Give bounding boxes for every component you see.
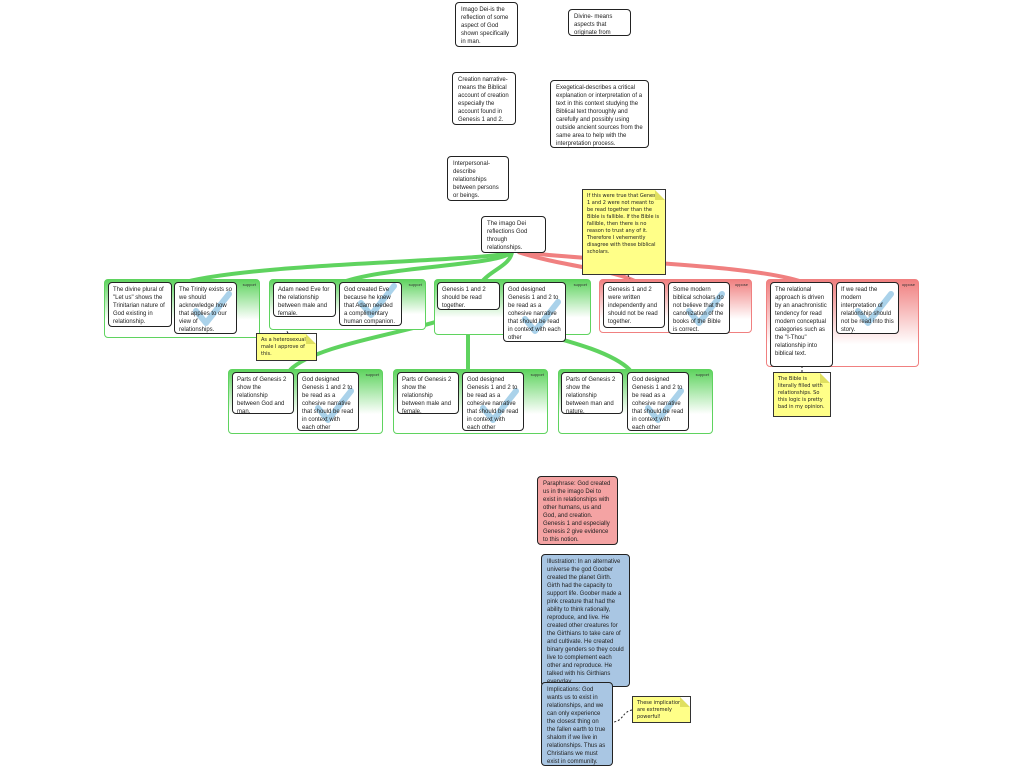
reason-card[interactable]: God designed Genesis 1 and 2 to be read … bbox=[503, 282, 566, 342]
illustration-box[interactable]: Illustration: In an alternative universe… bbox=[541, 554, 630, 687]
check-icon bbox=[522, 299, 561, 334]
note-text: The Bible is literally filled with relat… bbox=[778, 376, 825, 410]
reason-text: God created Eve because he knew that Ada… bbox=[344, 287, 396, 325]
reason-card[interactable]: God designed Genesis 1 and 2 to be read … bbox=[462, 372, 524, 431]
reason-text: Parts of Genesis 2 show the relationship… bbox=[237, 377, 287, 414]
note-literally[interactable]: The Bible is literally filled with relat… bbox=[773, 372, 831, 417]
reason-card[interactable]: Parts of Genesis 2 show the relationship… bbox=[232, 372, 294, 414]
support-tag: support bbox=[573, 282, 587, 287]
note-link bbox=[613, 709, 633, 723]
reason-card[interactable]: Parts of Genesis 2 show the relationship… bbox=[561, 372, 623, 414]
note-text: As a heterosexual male I approve of this… bbox=[261, 337, 306, 357]
check-icon bbox=[855, 291, 894, 326]
note-fold bbox=[680, 697, 690, 707]
note-fold bbox=[820, 373, 830, 383]
support-link bbox=[337, 250, 514, 286]
objection-card[interactable]: The relational approach is driven by an … bbox=[770, 282, 833, 367]
objection-text: If we read the modern interpretation of … bbox=[841, 287, 894, 333]
check-icon bbox=[315, 388, 354, 423]
check-icon bbox=[358, 283, 397, 318]
support-link bbox=[177, 250, 513, 286]
check-icon bbox=[193, 291, 232, 326]
reason-text: Adam need Eve for the relationship betwe… bbox=[278, 287, 330, 317]
note-heterosexual[interactable]: As a heterosexual male I approve of this… bbox=[256, 333, 317, 361]
reason-card[interactable]: The divine plural of "Let us" shows the … bbox=[108, 282, 172, 327]
note-text: If this were true that Genesis 1 and 2 w… bbox=[587, 193, 660, 255]
reason-card[interactable]: God created Eve because he knew that Ada… bbox=[339, 282, 402, 326]
oppose-link bbox=[519, 250, 809, 286]
support-tag: support bbox=[408, 282, 422, 287]
reason-text: God designed Genesis 1 and 2 to be read … bbox=[632, 377, 684, 431]
support-tag: support bbox=[695, 372, 709, 377]
objection-card[interactable]: If we read the modern interpretation of … bbox=[836, 282, 899, 334]
reason-text: God designed Genesis 1 and 2 to be read … bbox=[508, 287, 561, 341]
reason-text: Parts of Genesis 2 show the relationship… bbox=[566, 377, 616, 414]
reason-text: Genesis 1 and 2 should be read together. bbox=[442, 287, 486, 309]
note-fallible[interactable]: If this were true that Genesis 1 and 2 w… bbox=[582, 189, 666, 275]
oppose-tag: oppose bbox=[901, 282, 915, 287]
objection-card[interactable]: Some modern biblical scholars do not bel… bbox=[668, 282, 730, 334]
reason-card[interactable]: God designed Genesis 1 and 2 to be read … bbox=[297, 372, 359, 431]
check-icon bbox=[645, 388, 684, 423]
objection-text: Some modern biblical scholars do not bel… bbox=[673, 287, 724, 333]
check-icon bbox=[686, 291, 725, 326]
reason-card[interactable]: The Trinity exists so we should acknowle… bbox=[174, 282, 237, 334]
contention-box[interactable]: The imago Dei reflections God through re… bbox=[481, 216, 546, 253]
implications-box[interactable]: Implications: God wants us to exist in r… bbox=[541, 682, 613, 766]
note-fold bbox=[306, 334, 316, 344]
objection-text: The relational approach is driven by an … bbox=[775, 287, 827, 357]
oppose-tag: oppose bbox=[734, 282, 748, 287]
objection-text: Genesis 1 and 2 were written independent… bbox=[608, 287, 658, 325]
check-icon bbox=[480, 388, 519, 423]
reason-text: The Trinity exists so we should acknowle… bbox=[179, 287, 233, 333]
reason-text: Parts of Genesis 2 show the relationship… bbox=[402, 377, 452, 414]
reason-text: God designed Genesis 1 and 2 to be read … bbox=[467, 377, 519, 431]
support-tag: support bbox=[242, 282, 256, 287]
reason-text: The divine plural of "Let us" shows the … bbox=[113, 287, 165, 325]
definition-creation-narrative[interactable]: Creation narrative- means the Biblical a… bbox=[452, 72, 516, 125]
definition-imago-dei[interactable]: Imago Dei-is the reflection of some aspe… bbox=[455, 2, 518, 47]
definition-exegetical[interactable]: Exegetical-describes a critical explanat… bbox=[550, 80, 649, 148]
objection-card[interactable]: Genesis 1 and 2 were written independent… bbox=[603, 282, 665, 328]
reason-card[interactable]: Genesis 1 and 2 should be read together. bbox=[437, 282, 500, 310]
support-tag: support bbox=[530, 372, 544, 377]
reason-card[interactable]: God designed Genesis 1 and 2 to be read … bbox=[627, 372, 689, 431]
reason-card[interactable]: Adam need Eve for the relationship betwe… bbox=[273, 282, 336, 317]
note-implications[interactable]: These implications are extremely powerfu… bbox=[632, 696, 691, 723]
definition-divine[interactable]: Divine- means aspects that originate fro… bbox=[568, 9, 631, 36]
reason-card[interactable]: Parts of Genesis 2 show the relationship… bbox=[397, 372, 459, 414]
note-text: These implications are extremely powerfu… bbox=[637, 700, 684, 720]
reason-text: God designed Genesis 1 and 2 to be read … bbox=[302, 377, 354, 431]
note-fold bbox=[655, 190, 665, 200]
paraphrase-box[interactable]: Paraphrase: God created us in the imago … bbox=[537, 476, 618, 545]
definition-interpersonal[interactable]: Interpersonal- describe relationships be… bbox=[447, 156, 509, 201]
support-tag: support bbox=[365, 372, 379, 377]
